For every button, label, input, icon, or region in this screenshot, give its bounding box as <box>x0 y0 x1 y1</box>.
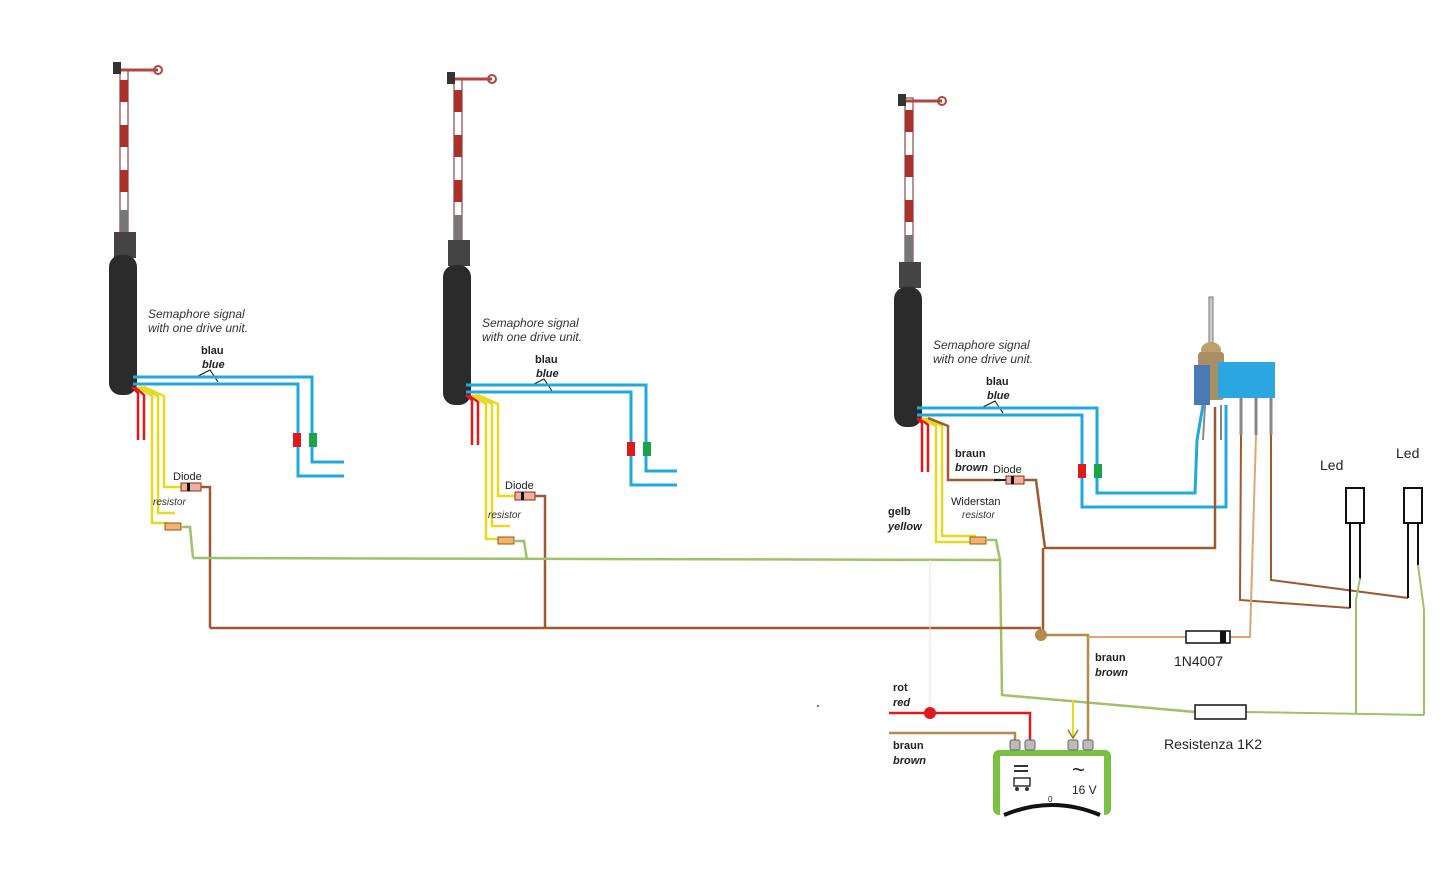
signal-2-resistor-label: resistor <box>488 510 521 521</box>
signal-1-caption-line1: Semaphore signal <box>148 307 245 321</box>
transformer-red-label-de: rot <box>893 682 908 694</box>
signal-2-resistor <box>497 536 515 545</box>
signal-1-resistor <box>164 522 182 531</box>
signal-1-blue-label-de: blau <box>201 345 224 357</box>
transformer: ~ 16 V 0 <box>993 739 1111 817</box>
transformer-voltage: 16 V <box>1072 783 1097 797</box>
signal-3-resistor <box>969 536 987 545</box>
signal-mast-3 <box>894 94 947 427</box>
signal-1-red-wires <box>131 386 146 440</box>
signal-2-blue-wires <box>466 383 677 487</box>
signal-3-red-wires <box>916 417 930 472</box>
diode-1n4007-label: 1N4007 <box>1174 653 1223 669</box>
signal-1-diode <box>180 482 202 492</box>
signal-3-brown-label-en: brown <box>955 462 988 474</box>
signal-2-blue-label-de: blau <box>535 354 558 366</box>
signal-3-blue-wires <box>917 404 1228 509</box>
signal-3-brown-label-de: braun <box>955 448 986 460</box>
resistor-1k2 <box>1194 704 1247 720</box>
signal-3-caption-line2: with one drive unit. <box>933 352 1033 366</box>
signal-1-resistor-label: resistor <box>153 497 186 508</box>
signal-2-caption-line2: with one drive unit. <box>482 330 582 344</box>
signal-1-caption-line2: with one drive unit. <box>148 321 248 335</box>
transformer-red-label-en: red <box>893 697 910 709</box>
signal-2-blue-label-en: blue <box>536 368 559 380</box>
toggle-switch <box>1194 296 1275 441</box>
signal-1-blue-wires <box>133 375 344 478</box>
signal-2-diode <box>514 491 536 501</box>
semaphore-signal-1: Semaphore signal with one drive unit. bl… <box>109 62 344 628</box>
signal-3-diode <box>1005 475 1025 485</box>
transformer-wires <box>889 560 1079 740</box>
signal-2-yellow-wires <box>471 393 518 541</box>
led-1 <box>1345 487 1365 714</box>
transformer-dc-icon <box>1013 765 1031 791</box>
semaphore-signal-2: Semaphore signal with one drive unit. bl… <box>443 72 677 628</box>
signal-2-caption-line1: Semaphore signal <box>482 316 579 330</box>
signal-3-resistor-label-de: Widerstan <box>951 496 1001 508</box>
resistor-1k2-label: Resistenza 1K2 <box>1164 736 1262 752</box>
signal-mast-1 <box>109 62 163 395</box>
signal-3-caption-line1: Semaphore signal <box>933 338 1030 352</box>
transformer-brown-label-de: braun <box>893 740 924 752</box>
signal-1-diode-label: Diode <box>173 471 202 483</box>
transformer-brown-label-en: brown <box>893 755 926 767</box>
signal-3-blue-label-de: blau <box>986 376 1009 388</box>
transformer-ac-icon: ~ <box>1072 757 1085 782</box>
led-2 <box>1403 487 1425 715</box>
diode-1n4007 <box>1185 630 1231 644</box>
signal-mast-2 <box>443 72 497 405</box>
signal-3-yellow-wires <box>921 416 1000 544</box>
signal-2-diode-label: Diode <box>505 480 534 492</box>
signal-3-resistor-label: resistor <box>962 510 995 521</box>
transformer-dial-zero: 0 <box>1048 795 1053 804</box>
signal-1-yellow-wires <box>137 385 185 525</box>
signal-3-blue-label-en: blue <box>987 390 1010 402</box>
semaphore-signal-3: Semaphore signal with one drive unit. bl… <box>887 94 1228 561</box>
signal-1-blue-label-en: blue <box>202 359 225 371</box>
signal-3-yellow-label-en: yellow <box>887 521 923 533</box>
signal-3-yellow-label-de: gelb <box>888 506 911 518</box>
transformer-brown2-label-de: braun <box>1095 652 1126 664</box>
signal-2-red-wires <box>465 394 480 445</box>
transformer-brown2-label-en: brown <box>1095 667 1128 679</box>
led-1-label: Led <box>1320 457 1343 473</box>
common-brown-bus <box>210 548 1186 740</box>
led-2-label: Led <box>1396 445 1419 461</box>
signal-3-diode-label: Diode <box>993 464 1022 476</box>
